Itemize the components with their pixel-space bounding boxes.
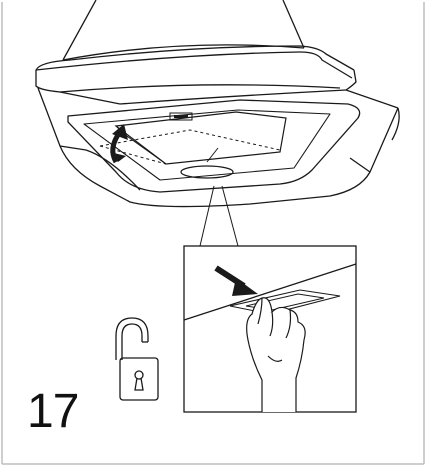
step-number: 17 — [27, 385, 79, 438]
hood-body — [37, 87, 399, 208]
callout-lines — [199, 185, 239, 247]
filter-handle-slot — [180, 165, 234, 179]
curved-lift-arrow-icon — [110, 124, 128, 164]
detail-box — [183, 245, 357, 413]
cooker-hood — [35, 0, 400, 208]
unlocked-padlock-icon — [115, 317, 159, 401]
push-arrow-icon — [214, 265, 258, 296]
hood-chimney — [62, 0, 305, 61]
hood-rim — [35, 45, 355, 71]
filter-recess — [67, 99, 361, 193]
hand-illustration — [246, 297, 306, 412]
grease-filter — [99, 111, 287, 179]
